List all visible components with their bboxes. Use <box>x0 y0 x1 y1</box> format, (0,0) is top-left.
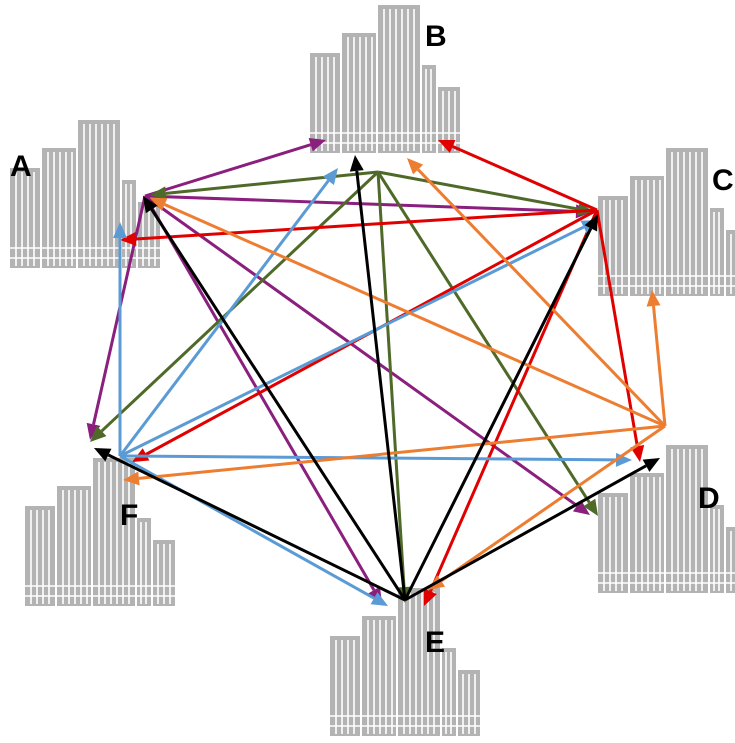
edge-b-to-f <box>90 170 380 442</box>
edge-b-to-f-arrowhead <box>90 425 107 442</box>
node-label-f: F <box>120 499 138 532</box>
edge-e-to-a <box>143 196 407 601</box>
node-label-d: D <box>698 482 720 515</box>
edge-c-to-b <box>438 140 598 212</box>
edge-c-to-a-arrowhead <box>120 232 137 246</box>
node-label-a: A <box>10 150 32 183</box>
edge-d-to-f-line <box>138 424 666 480</box>
edge-e-to-c-line <box>403 227 593 601</box>
edge-d-to-f-arrowhead <box>123 471 140 486</box>
edge-b-to-e-line <box>376 171 406 588</box>
edge-b-to-a-arrowhead <box>150 186 167 201</box>
edge-e-to-d-arrowhead <box>642 458 660 472</box>
edge-f-to-b <box>118 168 338 457</box>
labels-layer: A B C D E F <box>10 20 734 659</box>
edge-d-to-b-arrowhead <box>407 158 424 175</box>
edge-b-to-a-line <box>165 170 379 195</box>
edge-e-to-b-arrowhead <box>349 155 364 172</box>
edge-a-to-e <box>143 195 382 604</box>
edge-e-to-b-line <box>355 170 407 601</box>
edge-b-to-d <box>376 171 598 516</box>
edge-b-to-c-line <box>377 170 579 211</box>
edge-c-to-a-line <box>135 208 598 241</box>
edge-d-to-a-arrowhead <box>150 198 168 211</box>
edge-f-to-e-arrowhead <box>370 592 388 606</box>
edge-b-to-d-line <box>376 171 591 504</box>
edge-d-to-b-line <box>417 168 667 428</box>
building-icon-e <box>329 587 481 737</box>
edge-f-to-e-line <box>119 454 375 600</box>
edge-a-to-d-arrowhead <box>572 499 590 515</box>
node-label-c: C <box>712 164 734 197</box>
edge-b-to-a <box>150 170 379 201</box>
edge-d-to-c-line <box>652 305 667 427</box>
edge-d-to-f <box>123 424 666 486</box>
edge-d-to-b <box>407 158 667 428</box>
edge-b-to-e <box>376 171 411 603</box>
building-icon-a <box>9 119 161 269</box>
edge-a-to-d <box>144 194 590 515</box>
edge-e-to-f-arrowhead <box>94 448 112 462</box>
edge-c-to-b-arrowhead <box>438 140 456 153</box>
edge-e-to-f <box>94 448 406 602</box>
edge-f-to-b-line <box>118 179 330 457</box>
edge-f-to-c-line <box>119 225 585 458</box>
edge-f-to-a-arrowhead <box>113 222 127 238</box>
edge-b-to-f-line <box>100 170 380 433</box>
edge-e-to-b <box>349 155 407 601</box>
node-label-b: B <box>425 20 447 53</box>
edge-d-to-a <box>150 198 666 428</box>
edge-c-to-a <box>120 208 598 246</box>
edge-d-to-e-line <box>440 424 666 583</box>
building-icon-f <box>24 457 176 607</box>
edge-f-to-e <box>119 454 388 606</box>
edge-d-to-c <box>646 290 667 427</box>
edge-f-to-b-arrowhead <box>322 168 338 185</box>
edge-e-to-a-arrowhead <box>143 196 158 214</box>
edge-f-to-a <box>113 222 127 456</box>
edge-c-to-d-line <box>595 209 639 447</box>
edge-f-to-d-line <box>119 454 617 462</box>
edge-d-to-e <box>428 424 666 590</box>
building-icon-d <box>597 444 735 594</box>
edge-a-to-d-line <box>144 194 578 507</box>
edge-e-to-a-line <box>150 208 407 601</box>
edges-layer <box>86 138 667 606</box>
edge-e-to-c-arrowhead <box>584 214 598 232</box>
node-label-e: E <box>425 626 445 659</box>
edge-c-to-b-line <box>452 145 598 212</box>
edge-a-to-b <box>144 138 326 198</box>
edge-a-to-b-arrowhead <box>308 138 326 152</box>
edge-d-to-a-line <box>164 203 666 428</box>
edge-b-to-d-arrowhead <box>583 498 598 516</box>
edge-e-to-d <box>404 458 660 602</box>
edge-a-to-b-line <box>144 143 312 198</box>
edge-d-to-c-arrowhead <box>646 290 661 307</box>
edge-e-to-d-line <box>404 464 647 602</box>
edge-e-to-f-line <box>107 453 406 602</box>
edge-c-to-e-arrowhead <box>423 588 437 606</box>
edge-f-to-c <box>119 220 598 458</box>
edge-e-to-c <box>403 214 598 601</box>
